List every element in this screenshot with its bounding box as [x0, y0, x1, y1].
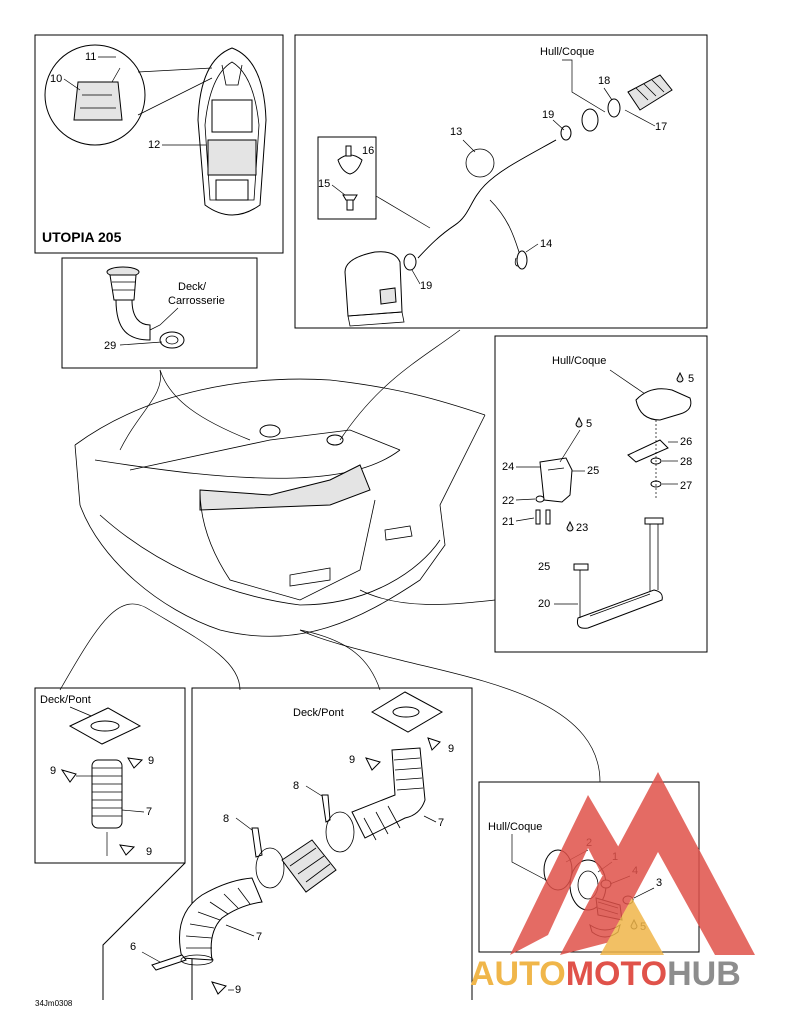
callout-7-center-lower: 7	[256, 931, 262, 943]
callout-29: 29	[104, 340, 116, 352]
callout-17: 17	[655, 121, 667, 133]
hull-label-bottom: Hull/Coque	[488, 821, 542, 833]
adaptor-fitting	[281, 839, 337, 893]
callout-9-center-c: 9	[235, 984, 241, 996]
callout-26: 26	[680, 436, 692, 448]
watermark-hub: HUB	[667, 955, 741, 993]
callout-23: 23	[576, 522, 588, 534]
callout-9-left-a: 9	[50, 765, 56, 777]
link-curve-29	[119, 369, 161, 451]
tie-wrap-14	[489, 199, 528, 270]
callout-11: 11	[85, 51, 96, 63]
detail-vent-cover	[73, 67, 123, 121]
drain-hose	[417, 139, 557, 259]
deck-pont-label-left: Deck/Pont	[40, 694, 91, 706]
watermark-logo	[510, 772, 755, 955]
clamp-8-upper	[321, 794, 355, 853]
link-curve-29b	[159, 369, 251, 441]
hose-7-center-lower	[179, 877, 263, 961]
callout-14: 14	[540, 238, 552, 250]
screw-15	[342, 194, 358, 211]
callout-9-left-b: 9	[148, 755, 154, 767]
outlet-fitting	[560, 74, 673, 141]
callout-28: 28	[680, 456, 692, 468]
callout-3: 3	[656, 877, 662, 889]
callout-6: 6	[130, 941, 136, 953]
callout-20: 20	[538, 598, 550, 610]
callout-22: 22	[502, 495, 514, 507]
hose-7-left	[91, 759, 123, 829]
hull-plate	[635, 388, 692, 421]
callout-21: 21	[502, 516, 514, 528]
watermark-triangle-right	[560, 772, 755, 955]
callout-10: 10	[50, 73, 62, 85]
callout-5-bracket: 5	[586, 418, 592, 430]
callout-7-left: 7	[146, 806, 152, 818]
callout-9-center-b: 9	[349, 754, 355, 766]
washer-22	[535, 495, 545, 503]
callout-13: 13	[450, 126, 462, 138]
link-curve-deck	[59, 603, 241, 691]
screws-21	[535, 509, 551, 525]
callout-19-bottom: 19	[420, 280, 432, 292]
hull-label-mid: Hull/Coque	[552, 355, 606, 367]
callout-16: 16	[362, 145, 374, 157]
callout-25-top: 25	[587, 465, 599, 477]
callout-9-left-c: 9	[146, 846, 152, 858]
callout-9-center-a: 9	[448, 743, 454, 755]
callout-25-bottom: 25	[538, 561, 550, 573]
link-curve-hull	[299, 629, 601, 783]
mount-bracket-24	[539, 457, 573, 503]
callout-12: 12	[148, 139, 160, 151]
magnifier-leader-b	[137, 77, 213, 116]
callout-5-mid-right: 5	[688, 373, 694, 385]
pump-mount-panel-frame	[494, 335, 708, 653]
link-curve-pump	[339, 329, 461, 441]
deck-label-b: Carrosserie	[168, 295, 225, 307]
watermark-triangle-left	[510, 795, 635, 955]
boat-top-view	[197, 47, 267, 216]
deck-vent-panel-frame	[34, 687, 186, 864]
deck-fitting-29	[106, 266, 185, 349]
duct-panel-diagonal	[102, 862, 186, 1000]
deck-label-a: Deck/	[178, 281, 207, 293]
tie-wrap-6	[151, 954, 214, 971]
watermark-moto: MOTO	[566, 955, 667, 993]
bracket-26	[627, 439, 669, 463]
clamp-8-lower	[251, 827, 285, 889]
callout-19-top: 19	[542, 109, 554, 121]
duct-panel-frame	[191, 687, 473, 1000]
hull-label-top: Hull/Coque	[540, 46, 594, 58]
callout-24: 24	[502, 461, 514, 473]
callout-27: 27	[680, 480, 692, 492]
clamp-16	[337, 145, 363, 175]
magnifier-leader-a	[137, 67, 213, 73]
callout-7-center-upper: 7	[438, 817, 444, 829]
callout-8-upper: 8	[293, 780, 299, 792]
model-title: UTOPIA 205	[42, 229, 122, 245]
deck-pont-label-center: Deck/Pont	[293, 707, 344, 719]
callout-15: 15	[318, 178, 330, 190]
vent-grille-center	[371, 691, 444, 733]
callout-8-lower: 8	[223, 813, 229, 825]
link-curve-mount	[359, 589, 496, 605]
watermark-triangle-inner	[600, 898, 664, 955]
hose-7-center-upper	[351, 747, 426, 841]
bilge-pump	[344, 251, 417, 327]
boat-rear-view	[74, 378, 486, 637]
link-curve-duct	[299, 629, 381, 691]
watermark-auto: AUTO	[470, 955, 566, 993]
vent-grille-left	[68, 707, 142, 745]
utopia-panel-frame	[34, 34, 284, 254]
clamp-inset-frame	[317, 136, 377, 220]
bilge-pump-panel-frame	[294, 34, 708, 329]
watermark-brand: AUTOMOTOHUB	[470, 955, 741, 993]
figure-code: 34Jm0308	[35, 999, 73, 1008]
strainer-20	[573, 517, 664, 629]
callout-18: 18	[598, 75, 610, 87]
deck-fitting-panel-frame	[61, 257, 258, 369]
